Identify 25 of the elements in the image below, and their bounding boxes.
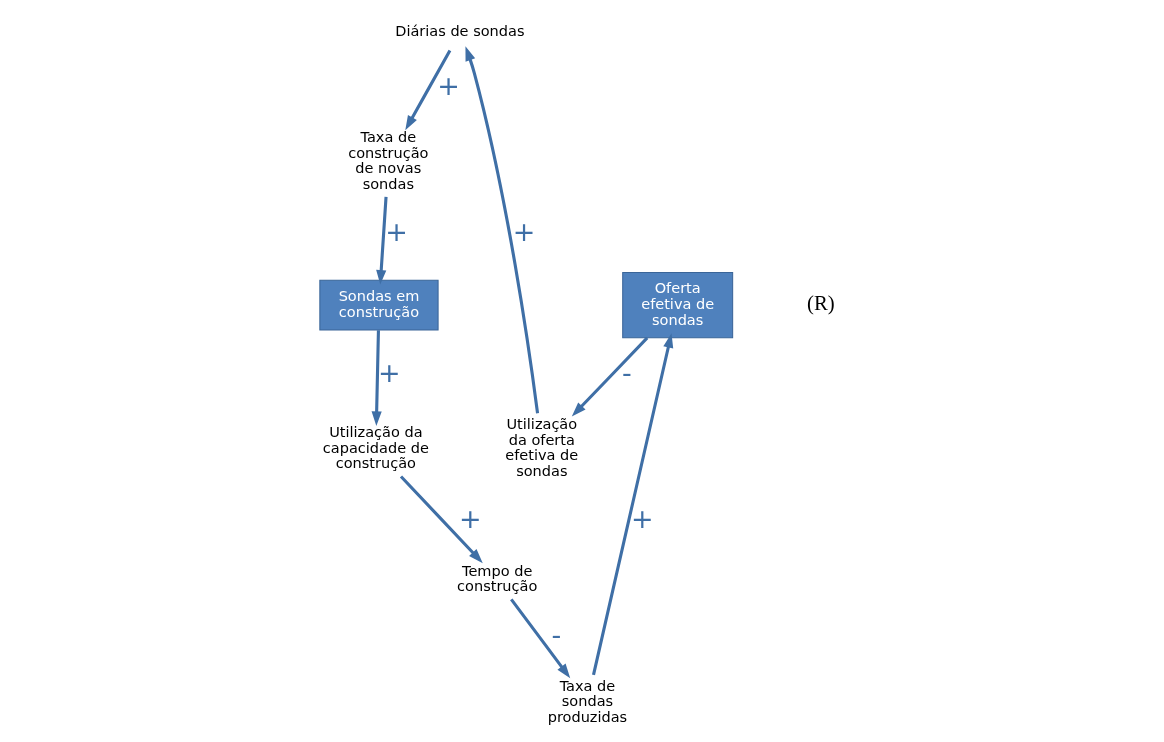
node-box: Oferta efetiva de sondas xyxy=(622,271,734,338)
node-box: Sondas em construção xyxy=(319,279,439,331)
arrow xyxy=(592,332,674,675)
arrow xyxy=(399,474,483,563)
node-text: Diárias de sondas xyxy=(395,22,525,39)
edge-label: + xyxy=(512,215,536,247)
node-text: Utilização da oferta efetiva de sondas xyxy=(505,415,579,479)
arrow xyxy=(465,45,540,413)
arrow xyxy=(510,597,571,678)
edge-label: - xyxy=(551,618,562,650)
node-text: Tempo de construção xyxy=(457,562,538,594)
node-text: Taxa de sondas produzidas xyxy=(547,677,628,725)
arrow xyxy=(376,196,388,285)
arrow xyxy=(571,336,649,416)
edge-label: - xyxy=(621,356,632,388)
label: (R) xyxy=(806,291,835,314)
node-text: Taxa de construção de novas sondas xyxy=(348,128,429,192)
arrow xyxy=(405,49,452,130)
arrow xyxy=(371,329,382,426)
edge-label: + xyxy=(437,69,460,101)
edge-label: + xyxy=(458,502,482,534)
node-text: Utilização da capacidade de construção xyxy=(322,423,429,471)
edge-label: + xyxy=(385,215,408,247)
edge-label: + xyxy=(378,356,401,388)
edge-label: + xyxy=(631,502,654,534)
